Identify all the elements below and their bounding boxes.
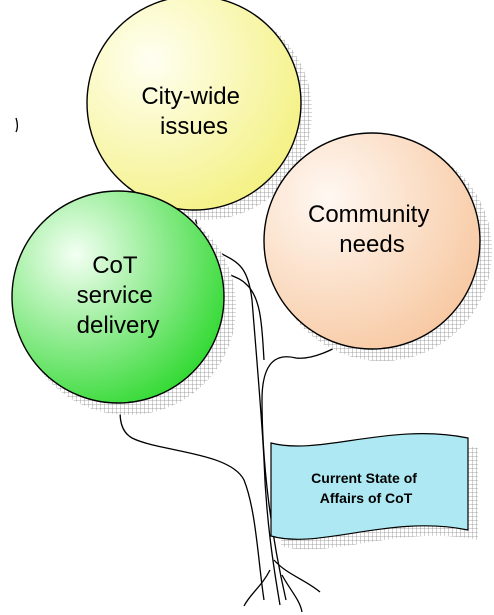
balloon-city-wide: City-wide issues <box>86 0 312 220</box>
balloon-community-body <box>263 132 481 350</box>
svg-text:CoT service delive: CoT service delivery <box>77 252 160 339</box>
balloon-service-line1: CoT <box>92 252 138 279</box>
balloon-service-body <box>11 190 225 404</box>
balloon-city-wide-body <box>86 0 302 211</box>
svg-text:Current State of Affairs: Current State of Affairs of CoT <box>311 470 421 506</box>
balloon-service-line2: service <box>77 282 153 309</box>
balloon-service: CoT service delivery <box>11 190 236 415</box>
balloon-city-wide-line1: City-wide <box>141 83 240 110</box>
flag-line2: Affairs of CoT <box>320 490 413 506</box>
string-tail-b <box>243 569 271 607</box>
svg-text:Community needs: Community needs <box>308 201 436 258</box>
flag: Current State of Affairs of CoT <box>270 433 478 550</box>
flag-body <box>270 433 469 540</box>
balloon-community: Community needs <box>263 132 492 361</box>
string-service-low <box>119 394 265 601</box>
flag-line1: Current State of <box>311 470 417 486</box>
string-tail-a <box>273 559 321 593</box>
balloon-service-line3: delivery <box>77 312 160 339</box>
string-left-stub <box>15 117 19 133</box>
balloon-city-wide-line2: issues <box>160 113 228 140</box>
svg-text:City-wide issues: City-wide issues <box>141 83 246 140</box>
balloon-community-line2: needs <box>339 231 404 258</box>
balloon-community-line1: Community <box>308 201 429 228</box>
string-tail-c <box>281 574 303 613</box>
